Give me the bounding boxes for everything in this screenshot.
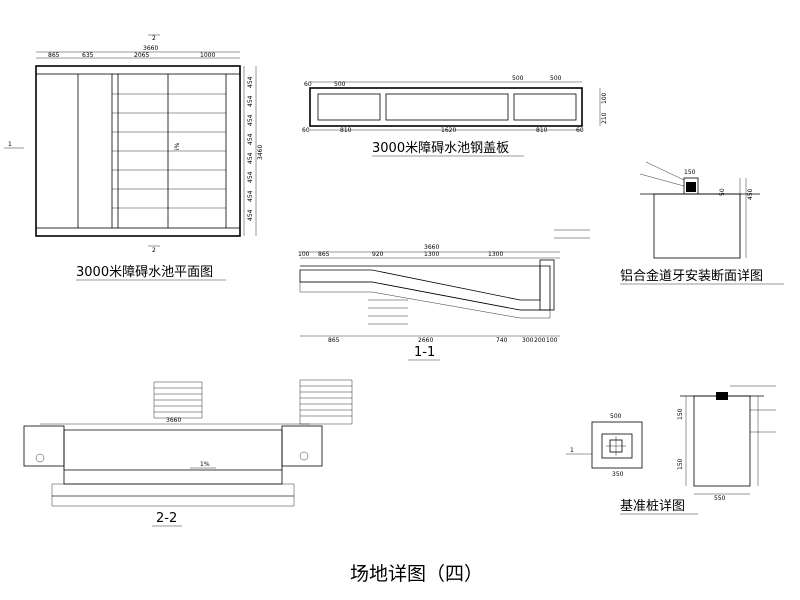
cover-dim-500a: 500 <box>334 81 346 88</box>
section-mark-top: 2 <box>152 35 156 42</box>
bench-dim-500: 500 <box>610 413 622 420</box>
pool-plan-view: 865 635 2065 1000 3660 2 1 i% 454 454 45 <box>4 34 264 281</box>
plan-dim-r7: 454 <box>247 190 254 202</box>
plan-slope-label: i% <box>174 142 181 150</box>
s11-dim-b740: 740 <box>496 337 508 344</box>
s22-slope-label: 1% <box>200 461 210 468</box>
plan-dim-r4: 454 <box>247 133 254 145</box>
plan-dim-1000: 1000 <box>200 52 215 59</box>
section-2-2-title: 2-2 <box>156 511 177 526</box>
benchmark-pile-view: 500 350 1 150 150 550 基准桩详图 <box>566 385 776 515</box>
plan-dim-3660: 3660 <box>143 45 158 52</box>
section-2-2-view: 3660 1% 2-2 <box>23 379 353 527</box>
curb-title: 铝合金道牙安装断面详图 <box>620 268 763 284</box>
bench-dim-350: 350 <box>612 471 624 478</box>
cover-title: 3000米障碍水池钢盖板 <box>372 141 509 156</box>
s11-dim-b2660: 2660 <box>418 337 433 344</box>
plan-dim-865: 865 <box>48 52 60 59</box>
cover-dim-r210: 210 <box>601 112 608 124</box>
s11-dim-1300b: 1300 <box>488 251 503 258</box>
cover-dim-b810a: 810 <box>340 127 352 134</box>
cover-dim-b810b: 810 <box>536 127 548 134</box>
benchmark-title: 基准桩详图 <box>620 499 685 514</box>
s11-dim-b300: 300 <box>522 337 534 344</box>
curb-dim-450: 450 <box>747 188 754 200</box>
cover-dim-b60b: 60 <box>576 127 584 134</box>
plan-dim-r3: 454 <box>247 114 254 126</box>
section-mark-left: 1 <box>8 141 12 148</box>
plan-dim-635: 635 <box>82 52 94 59</box>
section-mark-bottom: 2 <box>152 247 156 254</box>
s11-dim-b100: 100 <box>546 337 558 344</box>
cover-dim-60: 60 <box>304 81 312 88</box>
curb-dim-150: 150 <box>684 169 696 176</box>
plan-dim-r2: 454 <box>247 95 254 107</box>
curb-detail-view: 150 50 450 铝合金道牙安装断面详图 <box>620 161 784 285</box>
cover-dim-r100a: 100 <box>601 92 608 104</box>
cover-dim-500c: 500 <box>550 75 562 82</box>
s22-dim-3660: 3660 <box>166 417 181 424</box>
bench-dim-150a: 150 <box>677 408 684 420</box>
plan-dim-r8: 454 <box>247 209 254 221</box>
s11-dim-1300a: 1300 <box>424 251 439 258</box>
cover-dim-500b: 500 <box>512 75 524 82</box>
s11-dim-865: 865 <box>318 251 330 258</box>
bench-dim-150b: 150 <box>677 458 684 470</box>
cover-dim-b1620: 1620 <box>441 127 456 134</box>
section-1-1-view: 100 865 920 1300 1300 3660 865 2660 740 … <box>298 229 590 361</box>
plan-dim-r1: 454 <box>247 76 254 88</box>
curb-dim-50: 50 <box>719 188 726 196</box>
plan-dim-r5: 454 <box>247 152 254 164</box>
s11-dim-3660: 3660 <box>424 244 439 251</box>
plan-title: 3000米障碍水池平面图 <box>76 265 213 280</box>
section-1-1-title: 1-1 <box>414 345 435 360</box>
s11-dim-b865: 865 <box>328 337 340 344</box>
plan-dim-2065: 2065 <box>134 52 149 59</box>
s11-dim-920: 920 <box>372 251 384 258</box>
plan-dim-r6: 454 <box>247 171 254 183</box>
cover-dim-b60a: 60 <box>302 127 310 134</box>
sheet-title: 场地详图（四） <box>350 563 483 585</box>
bench-dim-550: 550 <box>714 495 726 502</box>
steel-cover-view: 60 500 500 500 60 810 1620 810 60 100 21… <box>302 75 608 157</box>
s11-dim-100: 100 <box>298 251 310 258</box>
bench-section-mark: 1 <box>570 447 574 454</box>
s11-dim-b200: 200 <box>534 337 546 344</box>
plan-dim-total: 3460 <box>257 145 264 160</box>
